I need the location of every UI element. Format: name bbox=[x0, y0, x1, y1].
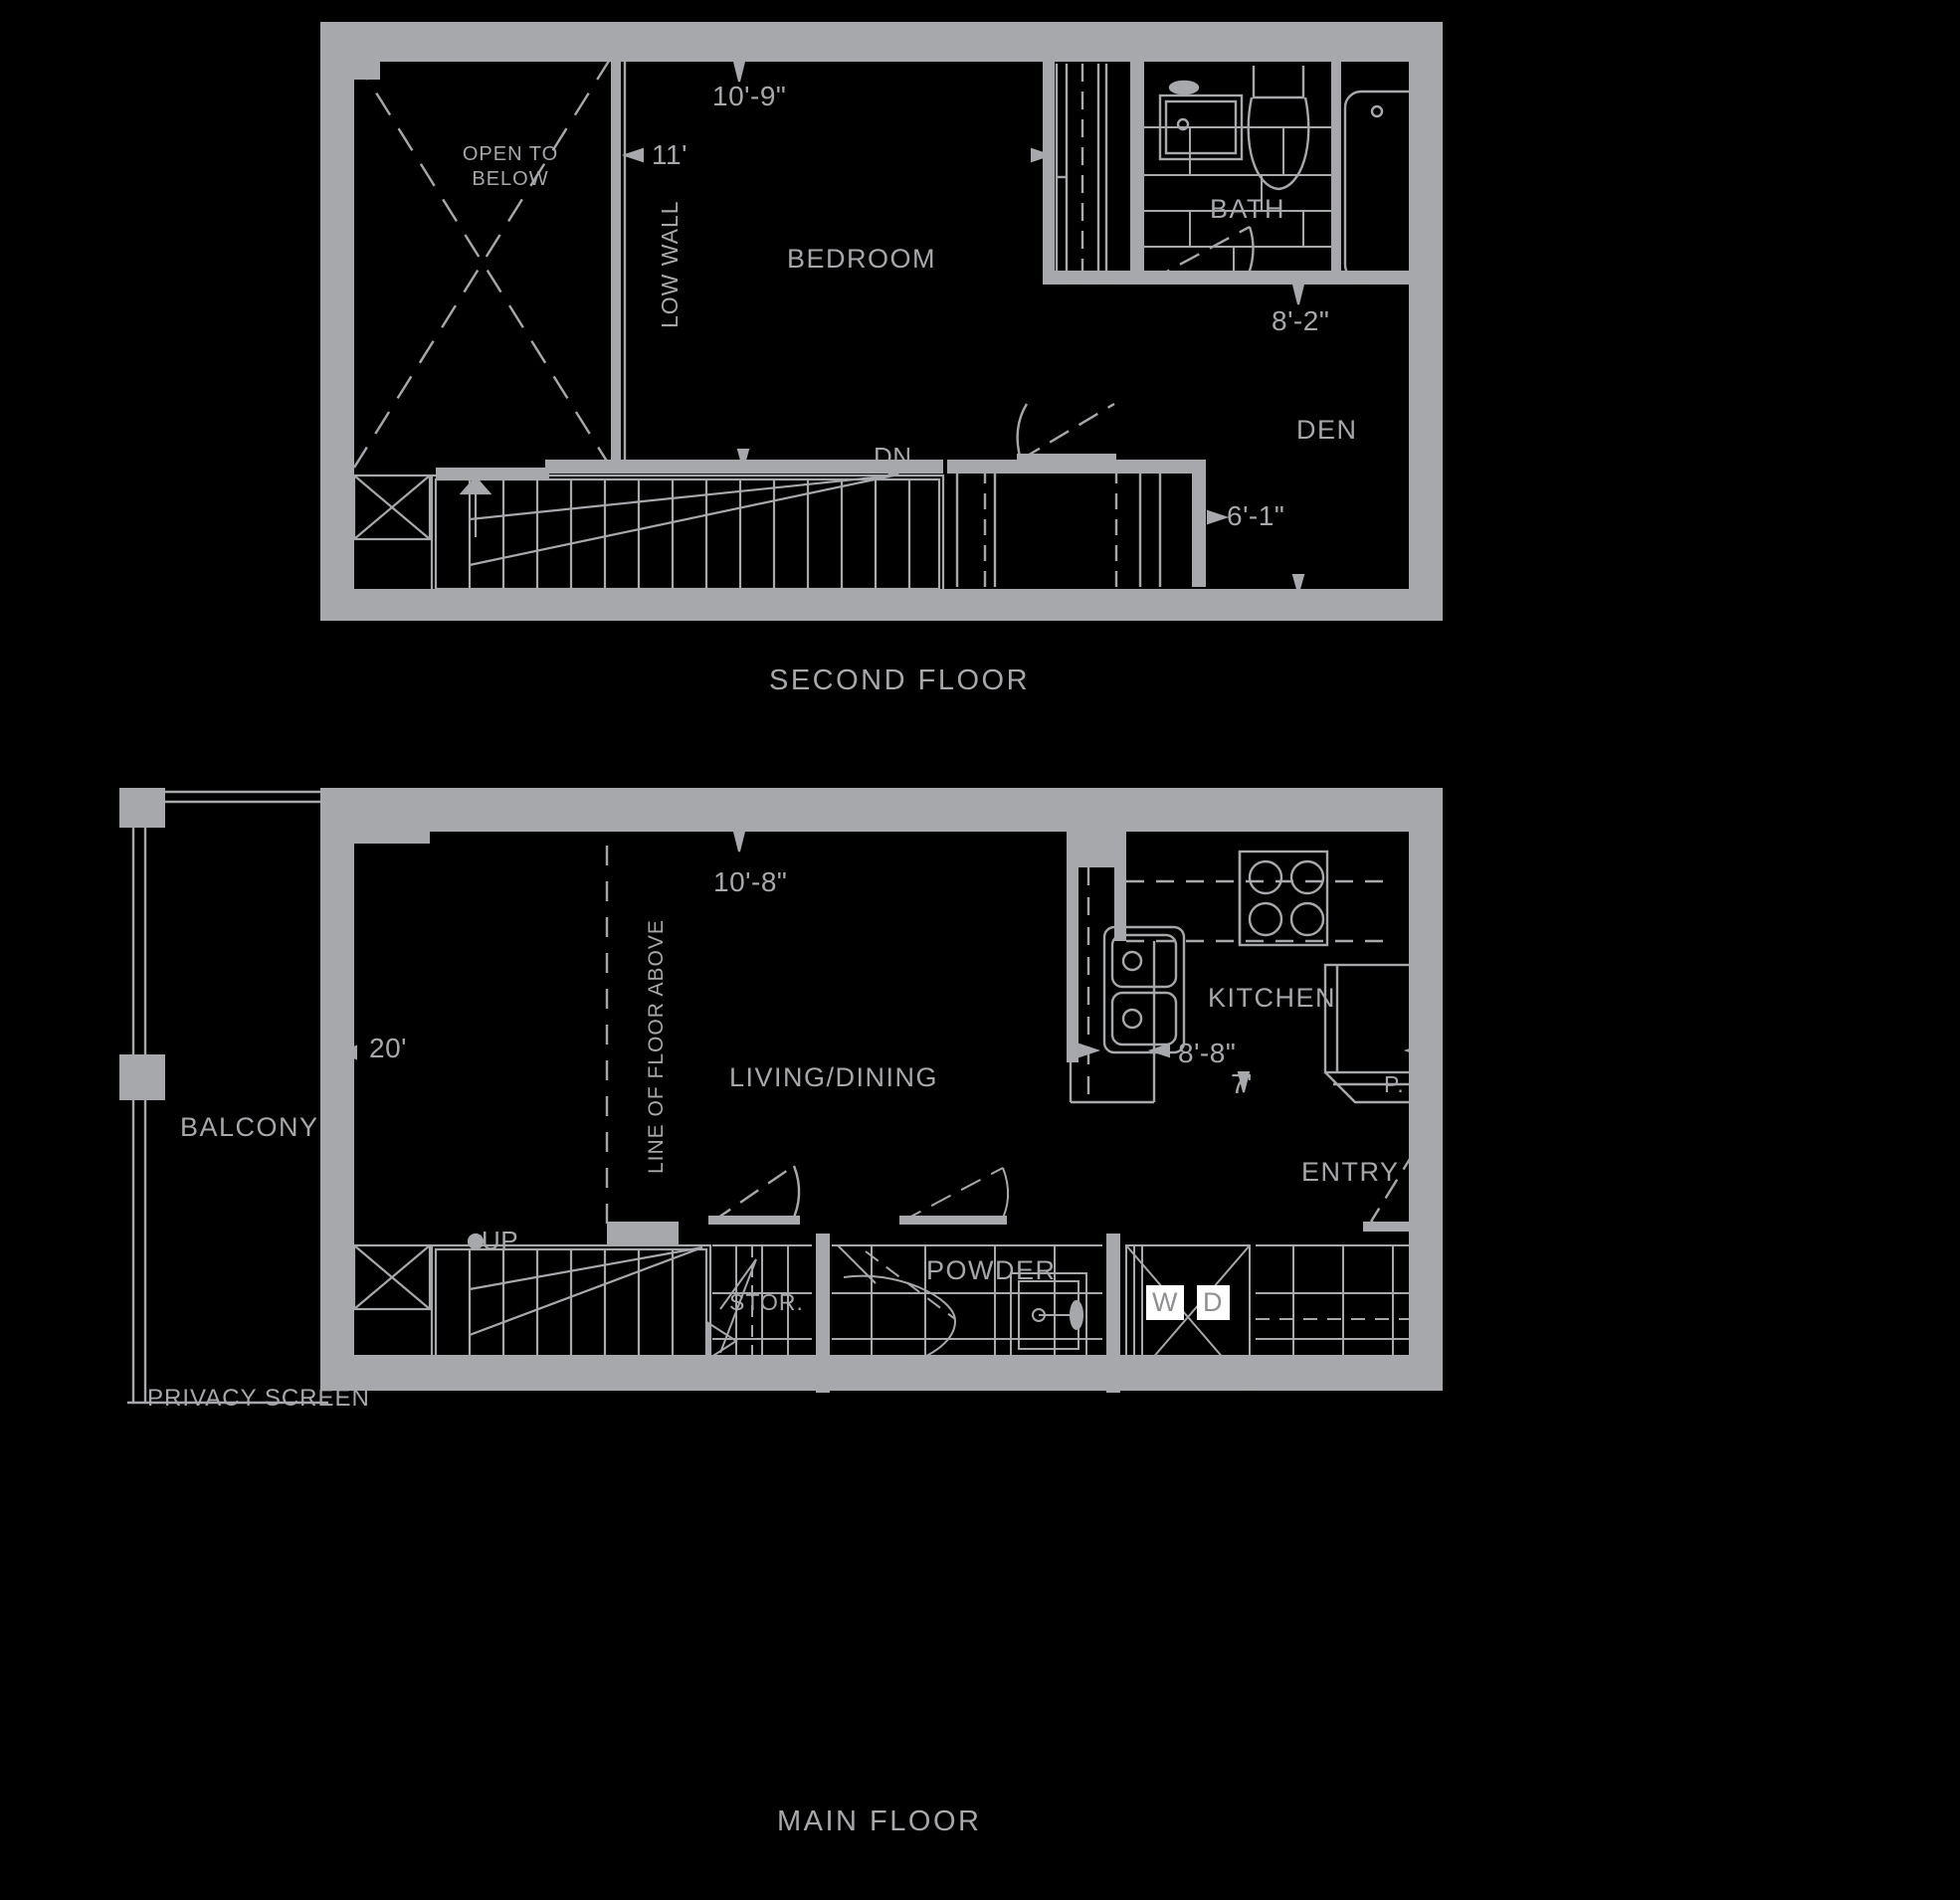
annotation-privacy-screen: PRIVACY SCREEN bbox=[147, 1385, 370, 1412]
room-label-living-dining: LIVING/DINING bbox=[729, 1062, 939, 1092]
bedroom-closet bbox=[1055, 64, 1108, 281]
room-label-entry: ENTRY bbox=[1301, 1157, 1400, 1187]
dimension-8-2: 8'-2" bbox=[1272, 305, 1330, 336]
floor-caption-second: SECOND FLOOR bbox=[769, 665, 1031, 696]
den-closet bbox=[955, 402, 1162, 587]
second-floor-dimension-marks bbox=[621, 61, 1438, 597]
second-floor-partitions bbox=[436, 58, 1411, 587]
annotation-dn: DN bbox=[874, 442, 912, 472]
dimension-10-8: 10'-8" bbox=[713, 866, 788, 897]
dimension-7: 7' bbox=[1231, 1068, 1253, 1099]
main-floor-drawing bbox=[119, 788, 1443, 1405]
open-to-below-hatch-b bbox=[352, 57, 613, 469]
room-label-den: DEN bbox=[1296, 415, 1358, 445]
dimension-6-1: 6'-1" bbox=[1227, 500, 1285, 531]
dimension-10-9: 10'-9" bbox=[712, 81, 787, 111]
second-floor-staircase bbox=[352, 474, 945, 595]
second-floor-drawing bbox=[320, 22, 1443, 621]
floor-caption-main: MAIN FLOOR bbox=[777, 1805, 982, 1837]
dryer-label: D bbox=[1197, 1285, 1230, 1320]
second-floor-linework bbox=[324, 57, 627, 469]
dimension-11: 11' bbox=[652, 139, 687, 170]
room-label-storage: STOR. bbox=[729, 1289, 804, 1315]
entry-door bbox=[1363, 1116, 1443, 1232]
room-label-open-to-below: OPEN TO BELOW bbox=[462, 143, 559, 190]
room-label-bedroom: BEDROOM bbox=[787, 244, 937, 274]
cooktop bbox=[1238, 850, 1329, 947]
room-label-powder: POWDER bbox=[926, 1255, 1057, 1285]
kitchen-fixtures bbox=[1069, 850, 1419, 1104]
open-to-below-hatch-a bbox=[352, 57, 613, 469]
annotation-line-of-floor-above: LINE OF FLOOR ABOVE bbox=[645, 919, 668, 1174]
balcony-structure bbox=[119, 788, 328, 1405]
washer-label: W bbox=[1146, 1285, 1185, 1320]
dimension-20: 20' bbox=[369, 1033, 407, 1063]
dimension-8-8: 8'-8" bbox=[1178, 1038, 1237, 1068]
bath-fixtures bbox=[1144, 66, 1435, 283]
powder-room bbox=[832, 1167, 1102, 1386]
annotation-up: UP bbox=[482, 1226, 519, 1255]
stair-dn-marker bbox=[886, 463, 900, 476]
laundry-closet bbox=[1125, 1244, 1251, 1390]
room-label-pantry: P. bbox=[1384, 1071, 1405, 1097]
bathtub bbox=[1343, 90, 1435, 283]
storage-door bbox=[708, 1165, 801, 1225]
kitchen-sink bbox=[1102, 925, 1186, 1054]
second-floor-walls bbox=[320, 22, 1443, 621]
toilet bbox=[1247, 66, 1310, 191]
bathroom-sink bbox=[1158, 94, 1244, 161]
room-label-bath: BATH bbox=[1210, 194, 1286, 224]
main-floor-staircase bbox=[352, 1233, 712, 1367]
storage-area bbox=[707, 1244, 812, 1386]
room-label-kitchen: KITCHEN bbox=[1208, 983, 1337, 1013]
refrigerator bbox=[1323, 963, 1419, 1074]
entry-tile-floor bbox=[1256, 1244, 1441, 1386]
main-floor-linework bbox=[324, 846, 609, 1249]
annotation-low-wall: LOW WALL bbox=[657, 200, 683, 328]
room-label-balcony: BALCONY bbox=[180, 1112, 319, 1142]
